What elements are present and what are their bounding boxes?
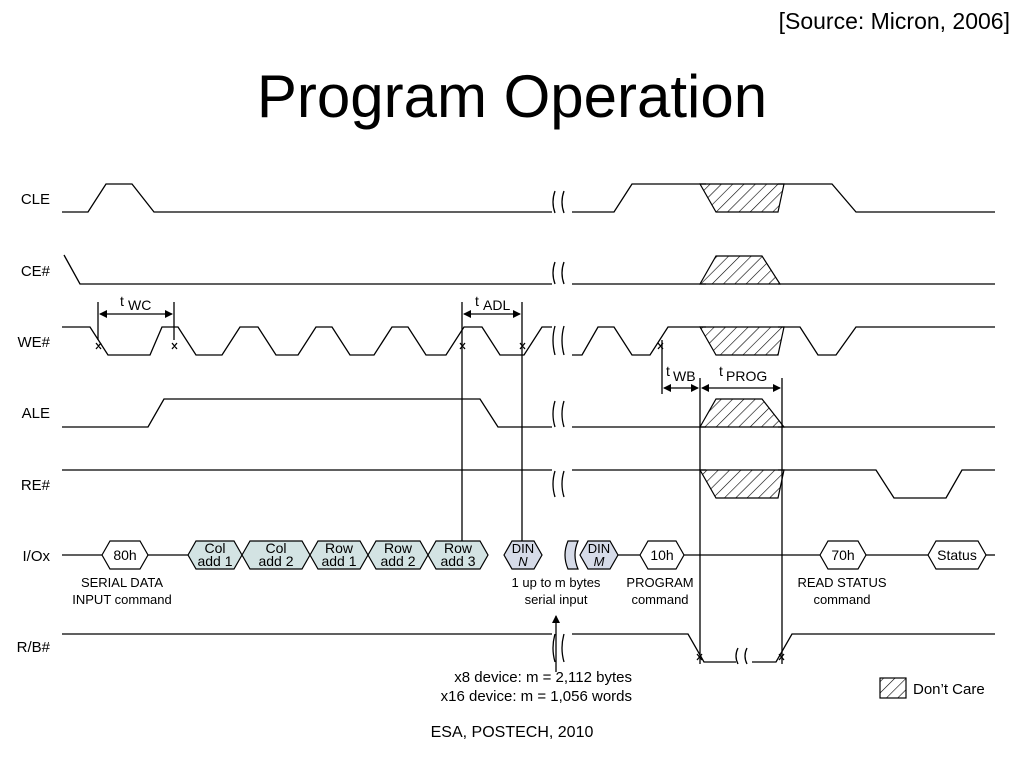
io-label-row1-b: add 1 [321, 553, 356, 569]
we-waveform [62, 325, 995, 356]
twc-t: t [120, 293, 124, 309]
signal-label-rb: R/B# [17, 639, 51, 656]
io-label-row2-a: Row [384, 540, 413, 556]
io-label-din-n-a: DIN [512, 541, 534, 556]
caption-serial-input-2: serial input [525, 592, 588, 607]
tprog-label: PROG [726, 368, 767, 384]
ce-waveform [63, 254, 995, 285]
signal-label-ce: CE# [21, 263, 51, 280]
io-cell-10h [639, 540, 685, 570]
note-x16: x16 device: m = 1,056 words [441, 688, 632, 705]
io-label-col2-a: Col [265, 540, 286, 556]
re-waveform [62, 469, 995, 499]
io-label-col1-b: add 1 [197, 553, 232, 569]
caption-read-status-1: READ STATUS [797, 575, 886, 590]
io-label-row1-a: Row [325, 540, 354, 556]
io-label-row2-b: add 2 [380, 553, 415, 569]
io-label-col1-a: Col [204, 540, 225, 556]
legend-dont-care: Don’t Care [913, 681, 985, 698]
io-label-80h: 80h [113, 547, 136, 563]
io-bus: 80h Col add 1 Col add 2 Row add 1 Row ad… [62, 540, 995, 570]
signal-label-io: I/Ox [22, 548, 50, 565]
signal-label-re: RE# [21, 477, 51, 494]
io-label-status: Status [937, 547, 977, 563]
io-cell-70h [819, 540, 867, 570]
twb-label: WB [673, 368, 696, 384]
tadl-t: t [475, 293, 479, 309]
dont-care-swatch [879, 677, 907, 699]
caption-program-2: command [631, 592, 688, 607]
tadl-timing: t ADL [461, 293, 523, 548]
io-label-col2-b: add 2 [258, 553, 293, 569]
io-label-row3-a: Row [444, 540, 473, 556]
tadl-label: ADL [483, 297, 510, 313]
twc-label: WC [128, 297, 151, 313]
caption-serial-input-1: 1 up to m bytes [512, 575, 601, 590]
io-label-din-m-a: DIN [588, 541, 610, 556]
io-label-din-m-b: M [594, 554, 605, 569]
note-x8: x8 device: m = 2,112 bytes [454, 669, 632, 686]
caption-program-1: PROGRAM [626, 575, 693, 590]
ale-waveform [62, 398, 995, 428]
io-cell-din-n [503, 540, 543, 570]
slide-title: Program Operation [256, 63, 768, 130]
caption-serial-data-2: INPUT command [72, 592, 171, 607]
io-label-10h: 10h [650, 547, 673, 563]
signal-label-we: WE# [17, 334, 50, 351]
io-label-70h: 70h [831, 547, 854, 563]
caption-read-status-2: command [813, 592, 870, 607]
caption-serial-data-1: SERIAL DATA [81, 575, 163, 590]
io-cell-din-m [579, 540, 619, 570]
io-cell-80h [101, 540, 149, 570]
rb-waveform [62, 633, 995, 665]
io-cell-status [927, 540, 987, 570]
tprog-t: t [719, 363, 723, 379]
source-citation: [Source: Micron, 2006] [778, 8, 1010, 34]
twb-t: t [666, 363, 670, 379]
io-cell-row-add3 [427, 540, 489, 570]
twb-tprog-timing: t WB t PROG [661, 340, 783, 664]
signal-label-ale: ALE [22, 405, 50, 422]
signal-label-cle: CLE [21, 191, 50, 208]
io-label-din-n-b: N [518, 554, 528, 569]
twc-timing: t WC [97, 293, 175, 340]
slide-footer: ESA, POSTECH, 2010 [430, 724, 594, 741]
legend: Don’t Care [879, 677, 985, 699]
cle-waveform [62, 183, 995, 214]
io-label-row3-b: add 3 [440, 553, 475, 569]
